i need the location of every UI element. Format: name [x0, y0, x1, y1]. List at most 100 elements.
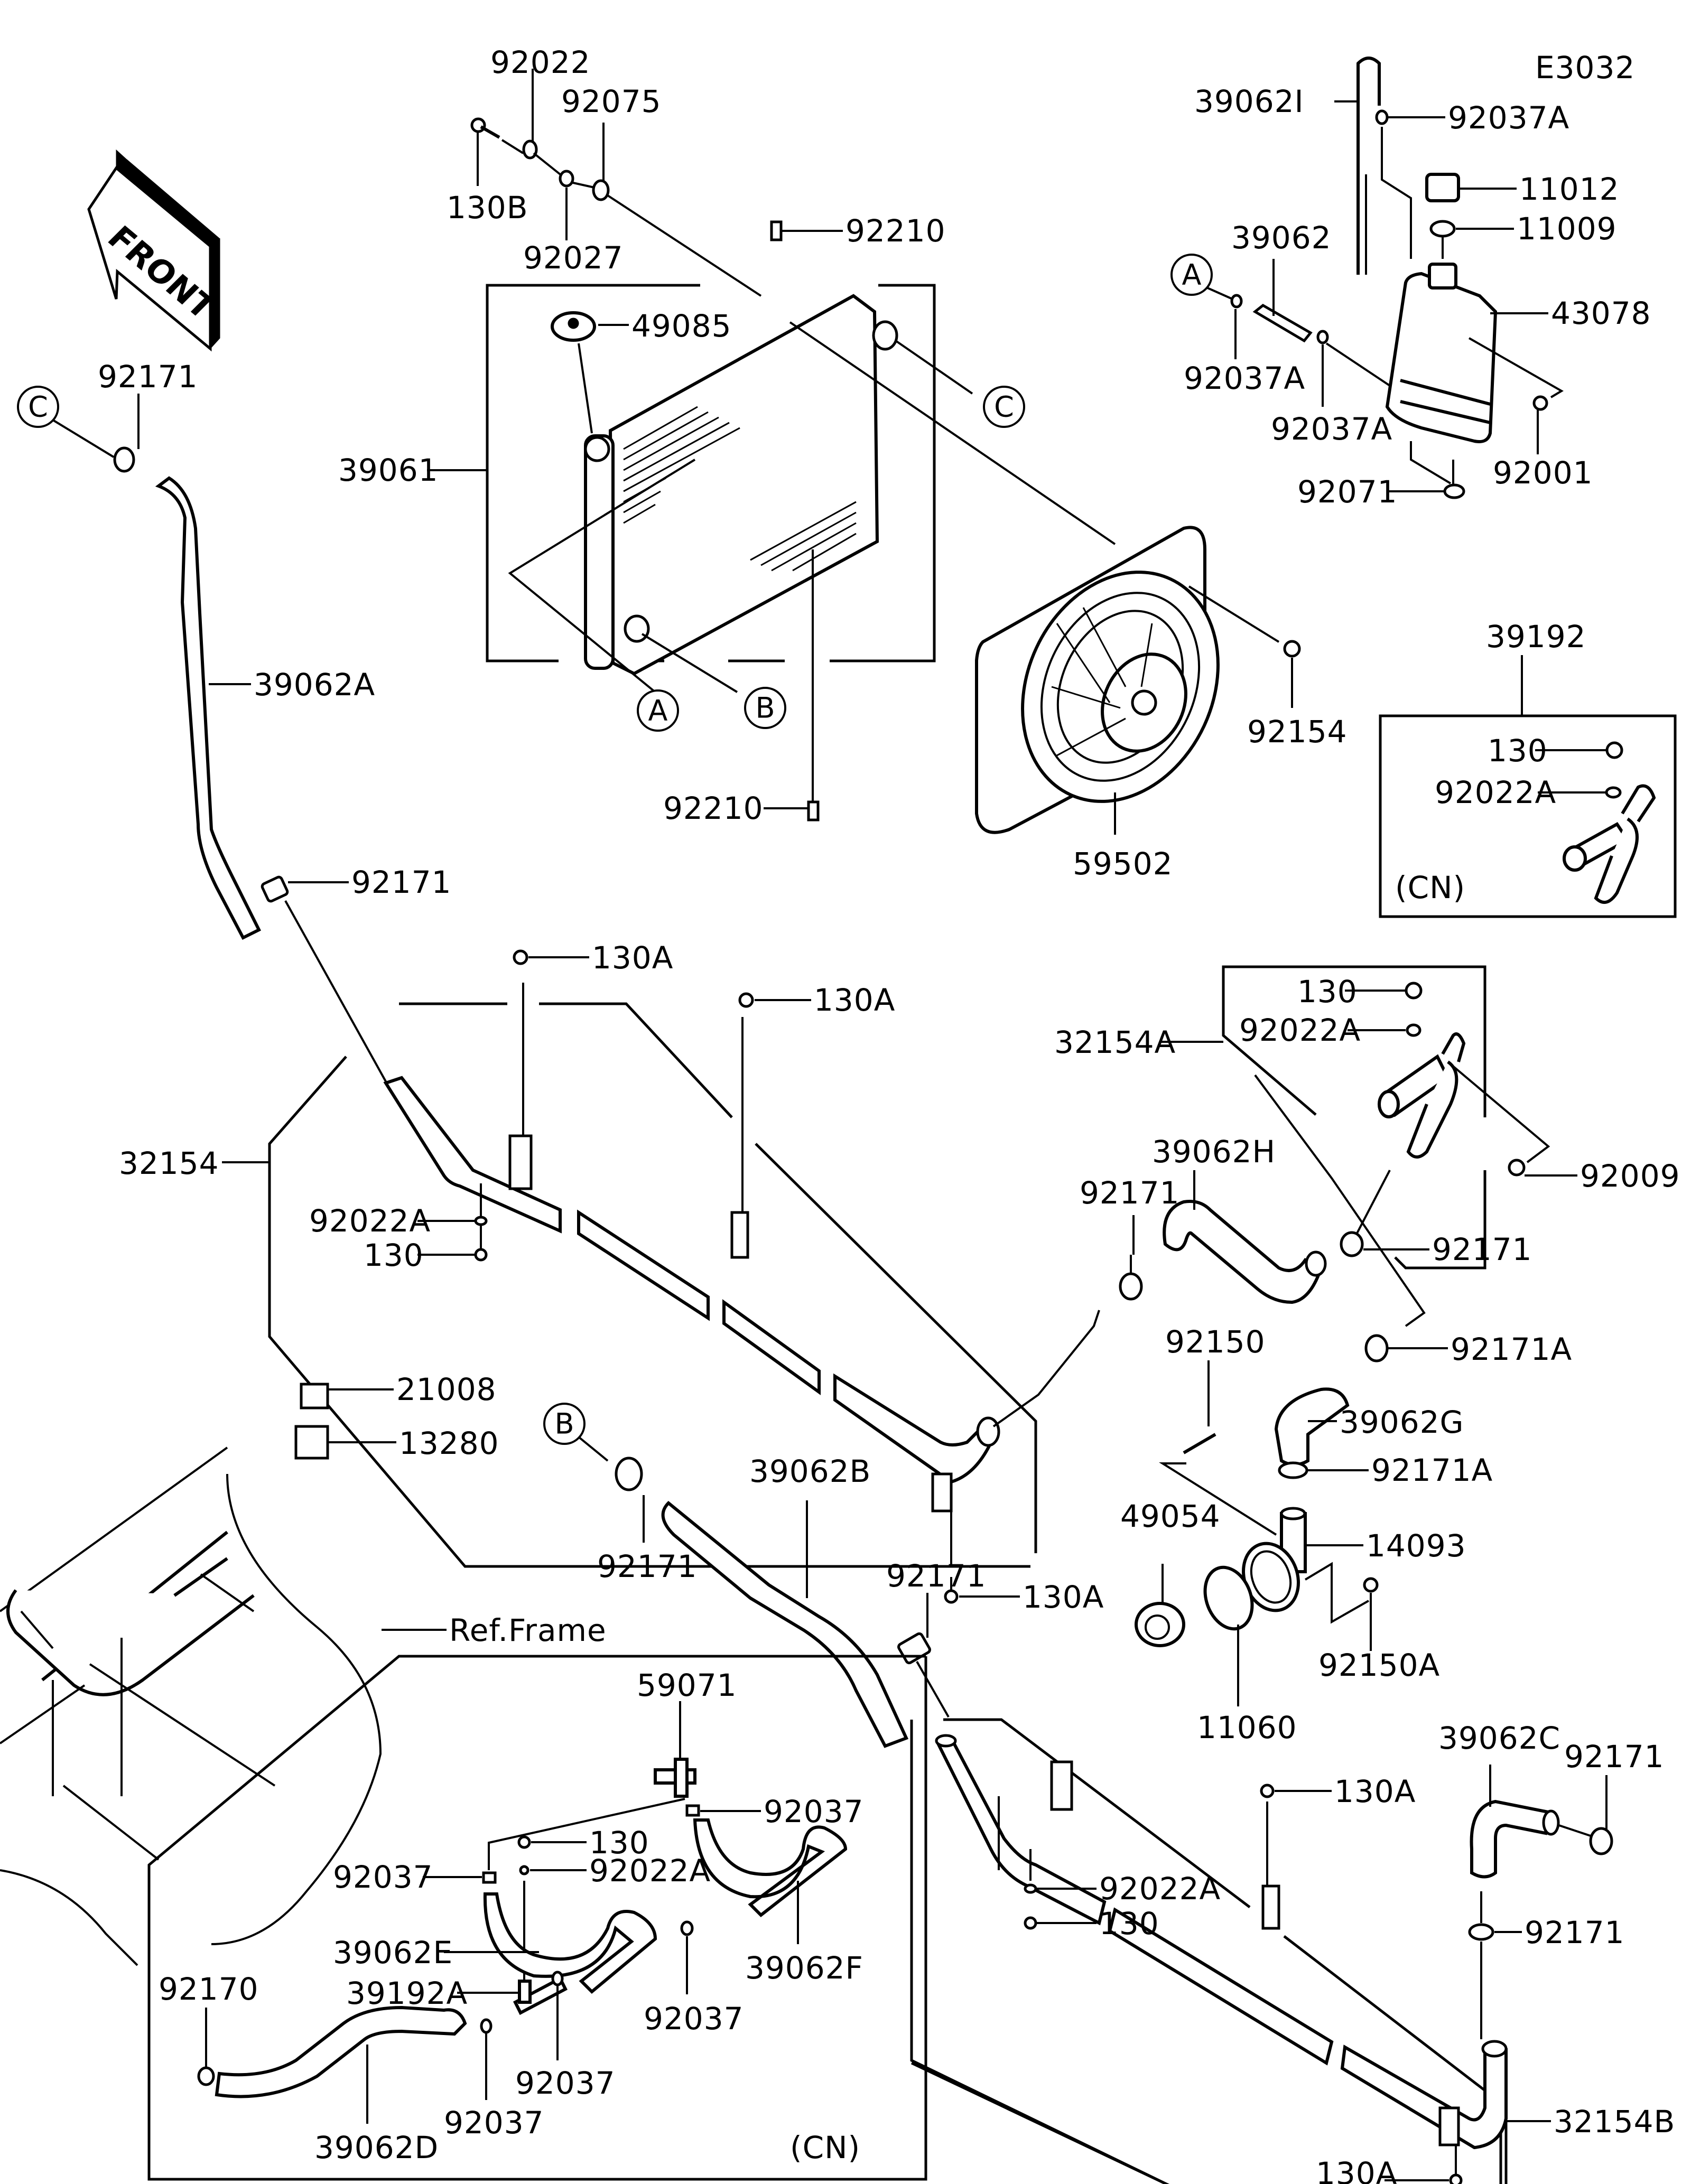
- hose-39062F: [693, 1818, 848, 1917]
- callout-a-radiator: A: [637, 689, 679, 732]
- label-92171-c: 92171: [98, 359, 198, 395]
- label-92150: 92150: [1165, 1324, 1266, 1360]
- label-39192-92022A: 92022A: [1435, 774, 1556, 810]
- label-130A-1: 130A: [592, 940, 673, 976]
- clamp-icon: [480, 2018, 493, 2034]
- label-11060: 11060: [1197, 1710, 1297, 1746]
- hose-39062A: [155, 476, 262, 940]
- washer-icon: [519, 1865, 529, 1875]
- label-49085: 49085: [631, 308, 732, 344]
- clamp-icon: [113, 446, 135, 473]
- bolt-icon: [513, 949, 528, 965]
- label-130A-5: 130A: [1316, 2155, 1397, 2184]
- label-92037A-left: 92037A: [1184, 360, 1305, 396]
- label-32154A: 32154A: [1054, 1024, 1176, 1060]
- svg-text:B: B: [554, 1407, 574, 1441]
- label-39062A: 39062A: [254, 667, 375, 703]
- label-39062I: 39062I: [1194, 83, 1304, 119]
- label-32154A-92022A: 92022A: [1239, 1012, 1361, 1048]
- label-92075: 92075: [561, 83, 662, 119]
- fitting-32154A: [1378, 1032, 1466, 1159]
- reservoir-tank: [1385, 263, 1498, 443]
- pipe-32154-bracket: [268, 1056, 1030, 1568]
- label-59502: 59502: [1073, 846, 1173, 882]
- bolt-icon: [1283, 640, 1301, 658]
- label-11009: 11009: [1517, 211, 1617, 247]
- label-92009: 92009: [1580, 1158, 1680, 1194]
- svg-text:A: A: [648, 694, 668, 727]
- clamp-icon: [1230, 294, 1243, 309]
- label-130-1: 130: [364, 1237, 424, 1273]
- label-130A-3: 130A: [1023, 1579, 1104, 1615]
- gasket-icon: [1429, 220, 1456, 238]
- gasket-11060: [1203, 1565, 1254, 1631]
- hose-39062H: [1163, 1200, 1323, 1304]
- label-130-cn: 130: [589, 1825, 649, 1861]
- bolt-icon: [1405, 982, 1423, 1000]
- label-130A-2: 130A: [814, 982, 895, 1018]
- label-39061: 39061: [338, 452, 439, 488]
- label-92037-3: 92037: [644, 2001, 744, 2037]
- hose-39062C: [1470, 1799, 1550, 1879]
- clamp-icon: [197, 2066, 215, 2086]
- thermostat-49054: [1135, 1602, 1185, 1647]
- label-92037A-mid: 92037A: [1271, 411, 1392, 447]
- label-39062D: 39062D: [314, 2130, 439, 2166]
- holder-13280: [294, 1425, 329, 1460]
- hose-39062E: [483, 1892, 657, 1994]
- clamp-icon: [1340, 1231, 1364, 1257]
- front-arrow-icon: FRONT: [87, 149, 224, 352]
- bolt-icon: [474, 1248, 488, 1262]
- thermostat-housing-14093: [1242, 1507, 1307, 1612]
- screw-icon: [1508, 1159, 1526, 1177]
- coolant-pipe-32154B: [935, 1734, 1508, 2150]
- bolt-icon: [1449, 2173, 1463, 2184]
- bolt-icon: [1532, 395, 1548, 411]
- pipe-32154B-bracket: [910, 1720, 1170, 2184]
- clamp-icon: [1316, 330, 1329, 344]
- bolt-icon: [738, 992, 754, 1008]
- clamp-icon: [680, 1920, 694, 1936]
- washer-icon: [474, 1216, 488, 1226]
- label-92022A-cn: 92022A: [589, 1853, 711, 1889]
- cn-detail-box-lower: [147, 1655, 927, 2181]
- clip-icon: [770, 220, 783, 241]
- svg-text:C: C: [28, 390, 48, 424]
- label-39062B: 39062B: [749, 1453, 871, 1489]
- bolt-icon: [517, 1835, 531, 1849]
- label-13280: 13280: [399, 1425, 499, 1461]
- clamp-icon: [1278, 1461, 1308, 1479]
- t-joint-59071: [654, 1758, 696, 1798]
- bolt-icon: [1183, 1433, 1216, 1454]
- radiator-cap-icon: [551, 311, 596, 342]
- clamp-icon: [1119, 1272, 1143, 1301]
- label-39062: 39062: [1231, 220, 1332, 256]
- label-130-2: 130: [1099, 1906, 1159, 1942]
- callout-b-hose: B: [543, 1403, 586, 1445]
- svg-text:A: A: [1182, 258, 1202, 292]
- hose-39062G: [1274, 1387, 1350, 1467]
- clamp-icon: [1468, 1923, 1494, 1941]
- label-92171-b: 92171: [597, 1548, 698, 1584]
- callout-c-radiator: C: [983, 386, 1025, 428]
- label-92170: 92170: [159, 1971, 259, 2007]
- label-39192A: 39192A: [346, 1975, 468, 2011]
- label-92022A-1: 92022A: [309, 1203, 431, 1239]
- clamp-icon: [482, 1871, 497, 1884]
- hose-39062: [1252, 303, 1313, 343]
- radiator-mount-hardware: [470, 117, 762, 297]
- label-32154: 32154: [119, 1145, 219, 1181]
- callout-c-hose: C: [17, 386, 59, 428]
- label-92037-2: 92037: [333, 1859, 433, 1895]
- t-joint-39192A: [513, 1976, 568, 2015]
- bolt-icon: [1024, 1916, 1037, 1930]
- clamp-icon: [551, 1971, 564, 1986]
- svg-text:B: B: [755, 692, 775, 725]
- fitting-32154A-bracket: [1222, 965, 1486, 1117]
- svg-text:C: C: [994, 390, 1014, 424]
- callout-b-radiator: B: [744, 687, 786, 729]
- clip-icon: [807, 800, 820, 822]
- label-92210-bottom: 92210: [663, 790, 764, 826]
- callout-a-reservoir: A: [1170, 254, 1213, 296]
- label-11012: 11012: [1519, 171, 1620, 207]
